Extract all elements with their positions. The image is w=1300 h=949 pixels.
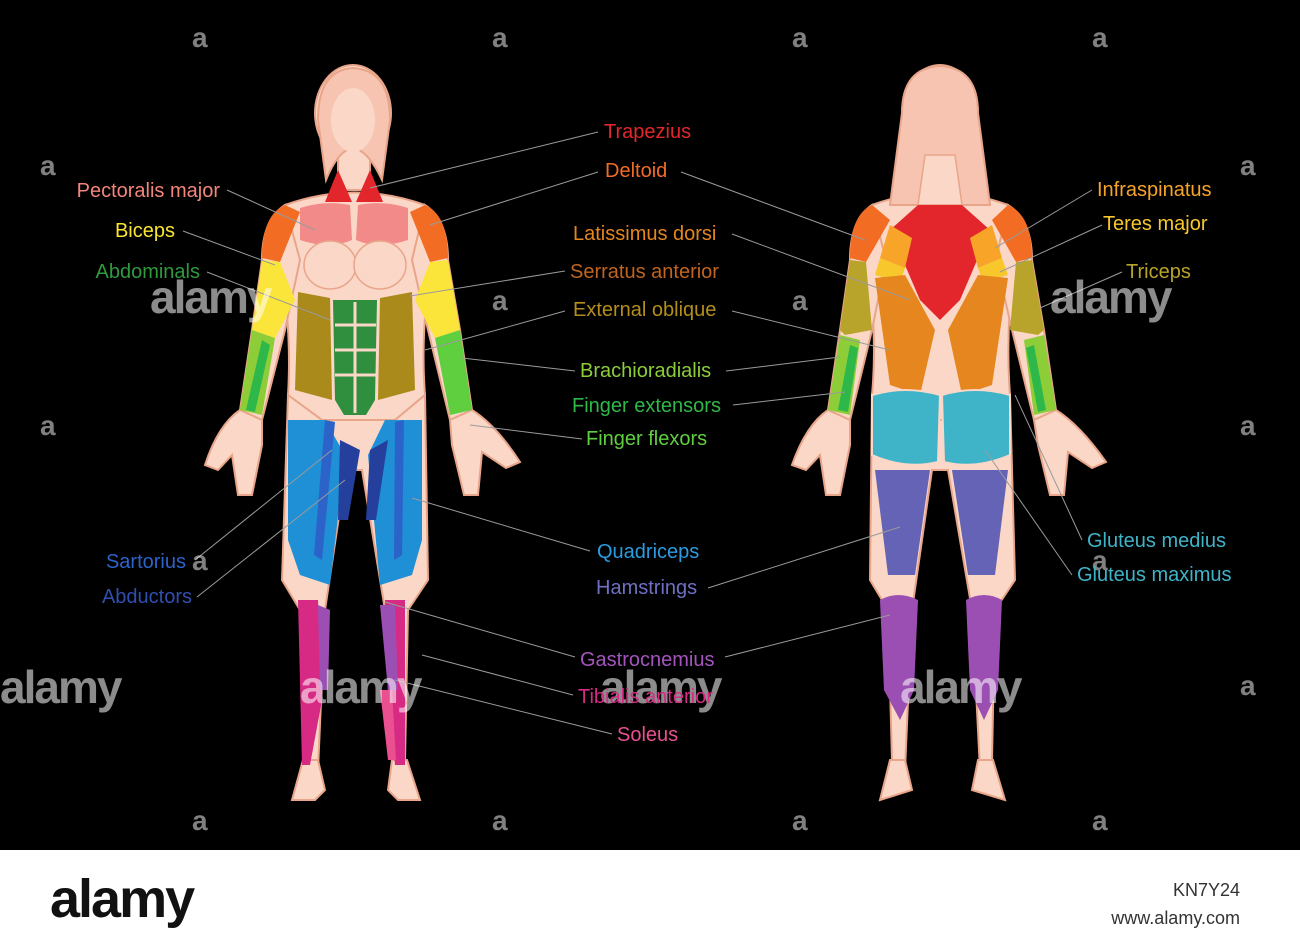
- label-abductors: Abductors: [101, 586, 192, 608]
- watermark-word: alamy: [0, 661, 122, 713]
- label-gastrocnemius: Gastrocnemius: [580, 649, 715, 671]
- leader-lines: [182, 131, 1123, 735]
- back-latissimus-l: [875, 275, 935, 395]
- watermark-letter: a: [192, 545, 208, 576]
- back-hamstrings-l: [875, 470, 930, 575]
- back-finger-ext-r: [1026, 345, 1046, 412]
- watermark-letter: a: [492, 805, 508, 836]
- footer-bar: [0, 850, 1300, 949]
- back-infraspinatus-l: [880, 225, 912, 268]
- label-triceps: Triceps: [1126, 261, 1191, 283]
- watermark-letter: a: [792, 285, 808, 316]
- front-breast-l: [303, 240, 357, 290]
- watermark-word: alamy: [300, 661, 422, 713]
- front-trapezius-r: [356, 170, 383, 202]
- front-sartorius-l: [314, 420, 335, 560]
- back-deltoid-r: [992, 205, 1032, 262]
- watermark-word: alamy: [600, 661, 722, 713]
- watermark-letter: a: [492, 285, 508, 316]
- front-abs-lines: [335, 302, 376, 413]
- label-teres-major: Teres major: [1103, 213, 1208, 235]
- back-gastrocnemius-r: [966, 595, 1002, 720]
- back-neck: [917, 154, 963, 206]
- front-breast-r: [353, 240, 407, 290]
- watermark-letter: a: [1240, 410, 1256, 441]
- label-external-oblique: External oblique: [573, 299, 717, 321]
- source-url: www.alamy.com: [1111, 908, 1240, 928]
- watermark-letter: a: [1092, 545, 1108, 576]
- watermark-letter: a: [1240, 670, 1256, 701]
- front-soleus-r: [380, 690, 396, 760]
- label-tibialis-anterior: Tibialis anterior: [578, 686, 713, 708]
- front-figure: [203, 64, 522, 801]
- muscle-diagram: a a a a a a alamy alamy a a a a a a alam…: [0, 0, 1300, 850]
- back-hamstrings-r: [952, 470, 1008, 575]
- label-serratus-anterior: Serratus anterior: [570, 261, 719, 283]
- front-pectoralis-r: [356, 203, 408, 245]
- front-deltoid-r: [410, 205, 448, 262]
- label-finger-extensors: Finger extensors: [572, 395, 721, 417]
- back-latissimus-r: [948, 275, 1008, 395]
- front-trapezius: [325, 170, 352, 202]
- label-quadriceps: Quadriceps: [597, 541, 700, 563]
- front-sartorius-r: [394, 420, 404, 560]
- back-figure: [790, 64, 1108, 802]
- back-hair: [888, 64, 992, 206]
- front-finger-flexors-l: [246, 340, 270, 412]
- front-forearm-r: [435, 330, 472, 415]
- front-pectoralis-l: [300, 203, 352, 245]
- label-finger-flexors: Finger flexors: [586, 428, 708, 450]
- body-figures: [182, 64, 1123, 802]
- watermark-letter: a: [40, 150, 56, 181]
- back-gluteus-l: [871, 389, 942, 466]
- watermark-letter: a: [792, 22, 808, 53]
- brand-logo: alamy: [50, 869, 195, 929]
- label-deltoid: Deltoid: [605, 160, 668, 182]
- label-infraspinatus: Infraspinatus: [1097, 179, 1212, 201]
- front-tibialis-l: [298, 600, 322, 765]
- back-triceps-l: [840, 260, 872, 335]
- front-gastrocnemius-l: [318, 605, 330, 690]
- label-trapezius: Trapezius: [604, 121, 692, 143]
- back-trapezius: [890, 205, 990, 320]
- front-gastrocnemius-r: [380, 605, 398, 690]
- label-gluteus-medius: Gluteus medius: [1087, 530, 1226, 552]
- label-sartorius: Sartorius: [105, 551, 186, 573]
- label-pectoralis-major: Pectoralis major: [76, 180, 220, 202]
- label-hamstrings: Hamstrings: [596, 577, 698, 599]
- watermark-letter: a: [192, 805, 208, 836]
- label-abdominals: Abdominals: [95, 261, 200, 283]
- back-infraspinatus-r: [970, 225, 1002, 268]
- front-oblique-l: [295, 292, 332, 400]
- front-abductors-r: [366, 440, 388, 520]
- watermark-letter: a: [1092, 22, 1108, 53]
- watermark-letter: a: [1092, 805, 1108, 836]
- watermark-letter: a: [492, 22, 508, 53]
- label-gluteus-maximus: Gluteus maximus: [1077, 564, 1232, 586]
- label-brachioradialis: Brachioradialis: [580, 360, 712, 382]
- front-biceps-r: [415, 260, 460, 338]
- watermark-letter: a: [792, 805, 808, 836]
- front-face: [331, 88, 375, 152]
- back-finger-ext-l: [838, 345, 858, 412]
- watermark-word: alamy: [1050, 271, 1172, 323]
- image-code: KN7Y24: [1172, 880, 1240, 900]
- watermark-letter: a: [192, 22, 208, 53]
- watermark-word: alamy: [900, 661, 1022, 713]
- front-abductors-l: [338, 440, 360, 520]
- label-biceps: Biceps: [114, 220, 175, 242]
- back-triceps-r: [1010, 260, 1044, 335]
- back-gastrocnemius-l: [880, 595, 918, 720]
- back-gluteus-r: [940, 389, 1011, 466]
- back-deltoid-l: [850, 205, 890, 262]
- label-latissimus-dorsi: Latissimus dorsi: [573, 223, 717, 245]
- watermark-word: alamy: [150, 271, 272, 323]
- watermark-letter: a: [40, 410, 56, 441]
- front-oblique-r: [378, 292, 415, 400]
- watermark-letter: a: [1240, 150, 1256, 181]
- front-biceps-l: [252, 260, 295, 338]
- label-soleus: Soleus: [617, 724, 679, 746]
